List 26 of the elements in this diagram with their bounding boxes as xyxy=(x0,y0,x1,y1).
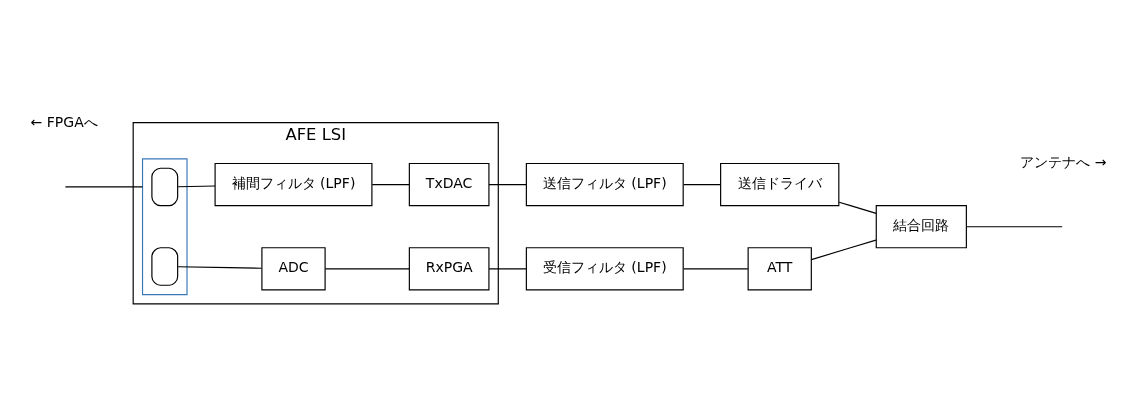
connector xyxy=(488,268,527,270)
connector xyxy=(683,184,721,186)
node-box: 結合回路 xyxy=(875,205,967,249)
node-box: TxDAC xyxy=(408,162,490,207)
node-box: ATT xyxy=(747,247,812,291)
node-box: 補間フィルタ (LPF) xyxy=(214,162,373,207)
label: アンテナへ → xyxy=(1020,154,1107,171)
node-box: RxPGA xyxy=(408,247,490,291)
node-box: 受信フィルタ (LPF) xyxy=(525,247,684,291)
connector xyxy=(371,184,410,186)
label: ← FPGAへ xyxy=(30,114,98,131)
connector xyxy=(64,186,144,188)
connector xyxy=(683,268,749,270)
node-box: 送信フィルタ (LPF) xyxy=(525,162,684,207)
connector xyxy=(177,185,216,188)
connector xyxy=(488,184,527,186)
node-box xyxy=(151,167,179,207)
connector xyxy=(838,201,877,214)
connector xyxy=(810,239,877,261)
connector xyxy=(177,266,262,269)
node-box: ADC xyxy=(261,247,326,291)
connector xyxy=(324,268,410,270)
connector xyxy=(966,226,1063,228)
cluster xyxy=(141,158,188,296)
node-box: 送信ドライバ xyxy=(720,162,840,207)
node-box xyxy=(151,247,179,286)
